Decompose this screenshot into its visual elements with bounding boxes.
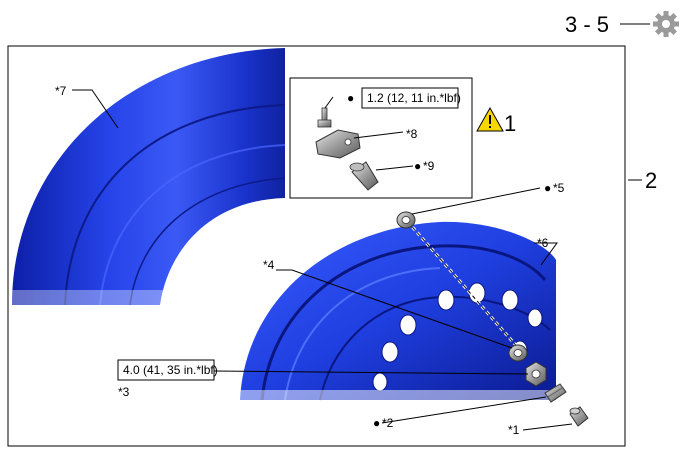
tire-illustration — [12, 48, 287, 306]
label-part-8: *8 — [406, 127, 418, 141]
sensor-valve-part — [349, 161, 379, 191]
step-indicator: 3 - 5 — [565, 12, 609, 37]
valve-cap-part — [569, 406, 589, 427]
bullet-5: ● — [544, 181, 551, 195]
valve-nut-part — [525, 361, 547, 387]
bullet-2: ● — [373, 416, 380, 430]
leader-9 — [375, 165, 414, 171]
torque-value-sensor: 1.2 (12, 11 in.*lbf) — [367, 91, 461, 105]
washer-part — [508, 344, 528, 362]
sensor-screw-part — [317, 107, 332, 128]
label-part-4: *4 — [263, 258, 275, 272]
label-part-3: *3 — [118, 385, 130, 399]
wheel-illustration — [240, 221, 556, 402]
torque-box-nut — [117, 359, 215, 381]
label-part-2: *2 — [382, 416, 394, 430]
diagram-frame — [7, 45, 626, 447]
tire-pressure-sensor-part — [315, 129, 361, 159]
label-part-1: *1 — [508, 423, 520, 437]
leader-screw — [324, 96, 334, 109]
gear-icon[interactable] — [653, 11, 679, 37]
label-part-6: *6 — [537, 236, 549, 250]
leader-1 — [522, 423, 573, 431]
bullet-screw: ● — [347, 91, 354, 105]
leader-8 — [353, 131, 404, 139]
valve-grommet-part — [396, 211, 416, 229]
label-part-5: *5 — [553, 181, 565, 195]
leader-torque-nut — [213, 370, 529, 375]
bullet-9: ● — [414, 159, 421, 173]
torque-value-nut: 4.0 (41, 35 in.*lbf) — [123, 363, 218, 377]
callout-1: 1 — [504, 111, 516, 136]
leader-7 — [72, 89, 119, 129]
label-part-9: *9 — [423, 159, 435, 173]
leader-6 — [534, 242, 558, 266]
leader-2 — [381, 396, 547, 424]
torque-box-sensor — [361, 87, 459, 109]
callout-2: 2 — [645, 168, 657, 193]
leader-4 — [276, 269, 513, 349]
valve-stem-part — [544, 383, 567, 403]
leader-5 — [411, 187, 541, 215]
label-part-7: *7 — [55, 84, 67, 98]
warning-icon[interactable] — [476, 106, 504, 132]
